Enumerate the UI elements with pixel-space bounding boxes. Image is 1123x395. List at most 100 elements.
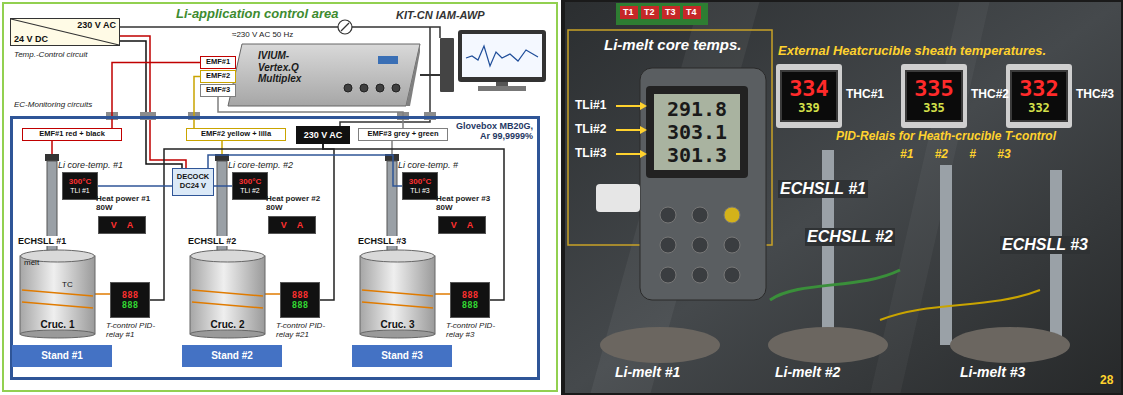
- lcd-bezel: [646, 86, 748, 178]
- power-meter: VA: [438, 216, 486, 234]
- channel-tag: T4: [686, 7, 697, 17]
- channel-tag: T1: [623, 7, 634, 17]
- device-port: [376, 84, 384, 92]
- photo-callout: THC#2: [971, 88, 1009, 102]
- power-meter: VA: [98, 216, 146, 234]
- node-text: 888: [462, 300, 478, 310]
- diagonal-line: [11, 19, 119, 45]
- melt-crucible: [600, 327, 720, 363]
- meter-button: [724, 237, 740, 253]
- power-label: Heat power #1 80W: [96, 194, 160, 212]
- emf-wire: [391, 140, 393, 154]
- part-label: Li core-temp. #1: [58, 160, 123, 170]
- meter-needle: [341, 23, 349, 31]
- node-text: 335: [914, 76, 954, 101]
- node-text: EMF#3 grey + green: [367, 130, 438, 139]
- crucible-body: [190, 256, 265, 334]
- meter-button: [660, 267, 676, 283]
- node-text: 303.1: [667, 121, 727, 144]
- node-text: KIT-CN IAM-AWP: [396, 9, 485, 22]
- meter-button: [660, 207, 676, 223]
- emf-wire: [51, 140, 53, 154]
- photo-callout: Li-melt #1: [615, 364, 680, 380]
- node-text: 339: [798, 102, 820, 116]
- photo-callout: Li-melt #3: [960, 364, 1025, 380]
- wire-connector: [95, 293, 110, 295]
- device-body: [228, 44, 420, 106]
- glovebox: Glovebox MB20G, Ar 99,9999%EMF#1 red + b…: [10, 116, 540, 380]
- leader-arrow: [616, 153, 640, 155]
- pid-display: 334339: [780, 70, 838, 122]
- screen-curve: [466, 46, 538, 66]
- pid-display: 332332: [1010, 70, 1068, 122]
- part-label: Li core-temp. #: [398, 160, 458, 170]
- emf-channel: EMF#2: [200, 70, 236, 83]
- node-text: 24 V DC: [14, 34, 48, 44]
- node-text: TLi #1: [70, 187, 89, 195]
- node-text: TLi #2: [240, 187, 259, 195]
- photo-callout: TLi#3: [575, 147, 606, 161]
- monitor-stand: [496, 82, 508, 86]
- meter-symbol: [338, 20, 352, 34]
- arrow-head: [640, 126, 647, 134]
- relay-housing: [1006, 64, 1072, 128]
- wire-connector: [435, 293, 450, 295]
- node-text: 334: [789, 76, 829, 101]
- electrode-name: ECHSLL #1: [16, 236, 68, 246]
- node-text: Stand #2: [211, 350, 253, 362]
- node-text: 888: [292, 290, 308, 300]
- node-text: 300°C: [409, 177, 431, 186]
- relay-housing: [901, 64, 967, 128]
- cable: [880, 290, 1040, 320]
- crucible-base: [360, 330, 435, 338]
- temp-display: 300°CTLi #1: [62, 172, 98, 200]
- node-text: Li-application control area: [176, 7, 339, 22]
- heater-wire: [22, 290, 93, 308]
- relay-label: T-control PID-relay #21: [276, 321, 338, 339]
- node-text: V: [281, 220, 287, 230]
- probe-plug: [596, 184, 640, 212]
- pid-relay: 888888: [110, 282, 150, 318]
- pid-relay: 888888: [450, 282, 490, 318]
- arrow-head: [640, 150, 647, 158]
- relay-housing: [776, 64, 842, 128]
- node-text: 300°C: [239, 177, 261, 186]
- meter-button: [692, 207, 708, 223]
- emf-channel: EMF#3: [200, 84, 236, 97]
- photo-callout: Li-melt #2: [775, 364, 840, 380]
- photo-callout: #1 #2 # #3: [900, 148, 1011, 162]
- photo-frame: [563, 0, 1123, 395]
- photo-callout: THC#1: [846, 88, 884, 102]
- wire-connector: [98, 185, 172, 187]
- part-label: TC: [62, 280, 73, 289]
- potentiostat: IVIUM-Vertex.Q Multiplex: [228, 44, 420, 106]
- power-label: Heat power #2 80W: [266, 194, 330, 212]
- node-text: V: [451, 220, 457, 230]
- wire-connector: [265, 293, 280, 295]
- meter-button: [724, 267, 740, 283]
- crucible: Cruc. 3: [360, 250, 435, 338]
- node-text: 301.3: [667, 144, 727, 167]
- melt-crucible: [950, 327, 1070, 363]
- photo-callout: TLi#2: [575, 123, 606, 137]
- photo-rod: [1050, 170, 1062, 345]
- electrode-name: ECHSLL #3: [356, 236, 408, 246]
- connector-tag: [620, 6, 638, 19]
- stand: Stand #3: [352, 345, 452, 367]
- device-led: [378, 56, 398, 64]
- node-text: A: [297, 220, 304, 230]
- electrode-name: ECHSLL #2: [186, 236, 238, 246]
- channel-tag: T3: [665, 7, 676, 17]
- wire-connector: [320, 144, 334, 300]
- temp-display: 300°CTLi #2: [232, 172, 268, 200]
- crucible: Cruc. 2: [190, 250, 265, 338]
- cable: [770, 270, 900, 300]
- node-text: EMF#3: [206, 86, 230, 95]
- photo-callout: TLi#1: [575, 99, 606, 113]
- node-text: TLi #3: [410, 187, 429, 195]
- circuit-label: EC-Monitoring circuits: [14, 100, 92, 109]
- stand: Stand #1: [12, 345, 112, 367]
- supply-label: ≈230 V AC 50 Hz: [232, 30, 293, 39]
- pc-monitor: [458, 30, 546, 82]
